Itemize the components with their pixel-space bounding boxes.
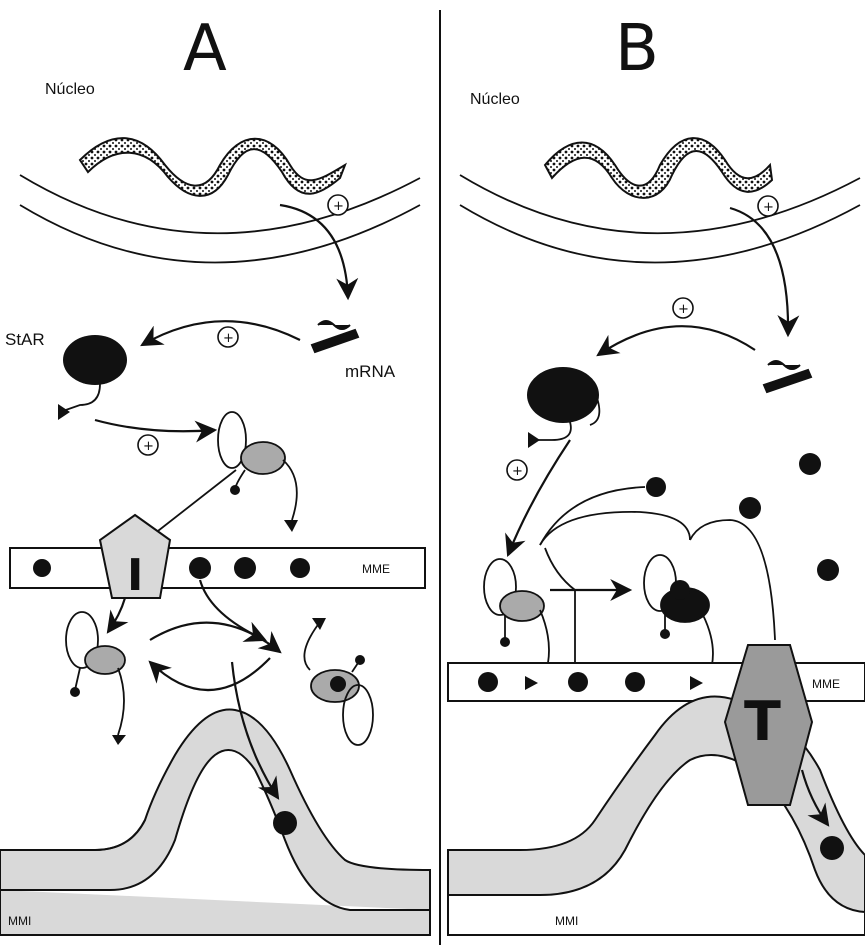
panel-b-star-right-cholesterol bbox=[670, 580, 690, 600]
panel-a-star-folded-domain bbox=[241, 442, 285, 474]
panel-b-star-right-dot bbox=[660, 629, 670, 639]
panel-b-mmi-label: MMI bbox=[555, 914, 578, 928]
panel-a-cycle-top bbox=[150, 623, 280, 652]
panel-b-free-cholesterol-2 bbox=[739, 497, 761, 519]
panel-a-plus-import: + bbox=[138, 435, 158, 455]
panel-b-membrane-cholesterol-2 bbox=[568, 672, 588, 692]
panel-a-star-label: StAR bbox=[5, 330, 45, 349]
panel-b-letter: B bbox=[615, 12, 659, 86]
panel-b-translocator-label: T bbox=[744, 690, 781, 753]
panel-a-matrix-cholesterol bbox=[273, 811, 297, 835]
panel-b-star-left-dot bbox=[500, 637, 510, 647]
panel-a-right-star-tail bbox=[304, 622, 320, 670]
panel-b-free-cholesterol-1 bbox=[799, 453, 821, 475]
svg-text:+: + bbox=[333, 199, 344, 214]
panel-a-mmi-label: MMI bbox=[8, 914, 31, 928]
panel-a-mrna bbox=[312, 321, 358, 352]
panel-a-channel-label: I bbox=[127, 550, 143, 601]
panel-b-free-cholesterol-4 bbox=[646, 477, 666, 497]
panel-a: A Núcleo + mRNA + StAR + bbox=[0, 12, 430, 935]
panel-b-translation-arrow bbox=[598, 326, 755, 355]
panel-a-transcription-arrow bbox=[280, 205, 348, 298]
panel-a-star-signal bbox=[58, 404, 70, 420]
panel-b-cholesterol-loop-3 bbox=[690, 520, 775, 640]
panel-a-mme-label: MME bbox=[362, 562, 390, 576]
panel-a-arrow-down-left bbox=[108, 598, 125, 632]
panel-b: B Núcleo + + + bbox=[448, 12, 865, 935]
panel-a-import-arrow bbox=[95, 420, 215, 431]
panel-a-membrane-cholesterol-4 bbox=[290, 558, 310, 578]
panel-a-intermembrane-tail-dot bbox=[70, 687, 80, 697]
panel-b-star-left-domain bbox=[500, 591, 544, 621]
panel-b-nucleus-label: Núcleo bbox=[470, 91, 520, 108]
svg-text:+: + bbox=[678, 302, 689, 317]
panel-a-dna-helix bbox=[80, 138, 345, 196]
panel-a-star-protein bbox=[63, 335, 127, 385]
panel-a-membrane-cholesterol-1 bbox=[33, 559, 51, 577]
panel-b-dna-helix bbox=[545, 138, 772, 198]
svg-text:+: + bbox=[223, 331, 234, 346]
panel-a-right-cholesterol bbox=[330, 676, 346, 692]
panel-a-star-signal-right bbox=[284, 520, 298, 532]
panel-b-star-tail bbox=[530, 422, 571, 440]
svg-text:+: + bbox=[763, 200, 774, 215]
panel-a-plus-transcription: + bbox=[328, 195, 348, 215]
svg-text:+: + bbox=[143, 439, 154, 454]
svg-text:+: + bbox=[512, 464, 523, 479]
panel-a-cycle-bottom bbox=[150, 658, 270, 690]
panel-a-plus-translation: + bbox=[218, 327, 238, 347]
panel-b-membrane-cholesterol-3 bbox=[625, 672, 645, 692]
panel-b-transcription-arrow bbox=[730, 208, 788, 335]
panel-b-mrna bbox=[764, 361, 811, 392]
panel-a-letter: A bbox=[183, 12, 227, 86]
panel-a-intermembrane-tail-right bbox=[118, 668, 124, 735]
panel-b-star-signal bbox=[528, 432, 540, 448]
panel-b-plus-translation: + bbox=[673, 298, 693, 318]
panel-a-nucleus-label: Núcleo bbox=[45, 81, 95, 98]
panel-b-matrix-cholesterol bbox=[820, 836, 844, 860]
panel-a-membrane-cholesterol-3 bbox=[234, 557, 256, 579]
panel-b-free-cholesterol-3 bbox=[817, 559, 839, 581]
panel-b-mme-label: MME bbox=[812, 677, 840, 691]
panel-a-star-tail bbox=[60, 384, 100, 412]
panel-a-right-star-small-dot bbox=[355, 655, 365, 665]
panel-a-star-tail-right bbox=[283, 460, 297, 520]
panel-b-star-protein bbox=[527, 367, 599, 423]
panel-a-membrane-cholesterol-2 bbox=[189, 557, 211, 579]
panel-b-cholesterol-loop-1 bbox=[540, 487, 645, 545]
panel-a-right-star-signal bbox=[312, 618, 326, 630]
panel-b-membrane-cholesterol-1 bbox=[478, 672, 498, 692]
panel-b-plus-transcription: + bbox=[758, 196, 778, 216]
panel-b-import-arrow bbox=[508, 440, 570, 555]
panel-a-right-star-loop bbox=[343, 685, 373, 745]
panel-b-plus-import: + bbox=[507, 460, 527, 480]
panel-a-intermembrane-signal bbox=[112, 735, 126, 745]
panel-a-mrna-label: mRNA bbox=[345, 362, 396, 381]
panel-a-star-tail-dot bbox=[230, 485, 240, 495]
panel-a-intermembrane-tail bbox=[75, 668, 80, 690]
